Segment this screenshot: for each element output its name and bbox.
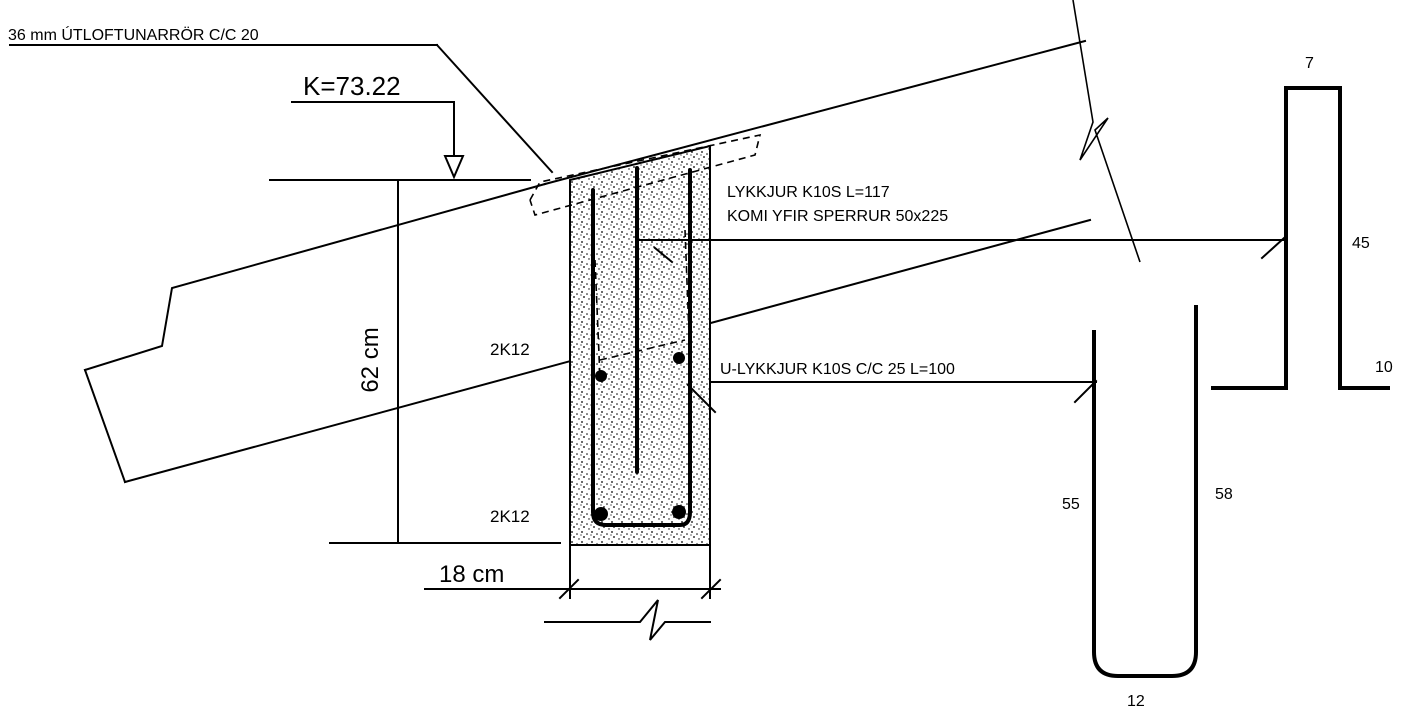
u-stirrup-label: U-LYKKJUR K10S C/C 25 L=100: [720, 361, 955, 378]
stirrup-label-line1: LYKKJUR K10S L=117: [727, 184, 890, 201]
level-label: K=73.22: [303, 71, 401, 101]
height-dim-label: 62 cm: [357, 327, 384, 392]
width-dimension: [424, 578, 722, 641]
top-bars-label: 2K12: [490, 340, 530, 359]
lykkja-shape: [1211, 86, 1390, 390]
top-bar-left-dot: [595, 370, 607, 382]
bottom-bar-left-dot: [594, 507, 608, 521]
lykkja-side-dim: 45: [1352, 235, 1370, 252]
beam-rebars: [591, 166, 692, 527]
u-left-leg-dim: 55: [1062, 496, 1080, 513]
vent-pipe-leader: [9, 43, 554, 174]
u-shape: [1092, 305, 1198, 678]
level-marker: [269, 101, 531, 181]
u-stirrup-leader: [686, 379, 1098, 414]
vent-pipe-outline: [529, 133, 762, 216]
stirrup-leader: [639, 236, 1286, 264]
lykkja-foot-dim: 10: [1375, 359, 1393, 376]
bottom-bars-label: 2K12: [490, 507, 530, 526]
u-bottom-dim: 12: [1127, 693, 1145, 708]
height-dimension: [329, 179, 561, 544]
bottom-bar-right-dot: [672, 505, 686, 519]
width-dim-label: 18 cm: [439, 561, 504, 588]
u-right-leg-dim: 58: [1215, 486, 1233, 503]
top-bar-right-dot: [673, 352, 685, 364]
vent-pipe-label: 36 mm ÚTLOFTUNARRÖR C/C 20: [8, 25, 259, 44]
lykkja-top-dim: 7: [1305, 55, 1314, 72]
roof-break-line: [1072, 0, 1141, 263]
stirrup-label-line2: KOMI YFIR SPERRUR 50x225: [727, 208, 948, 225]
